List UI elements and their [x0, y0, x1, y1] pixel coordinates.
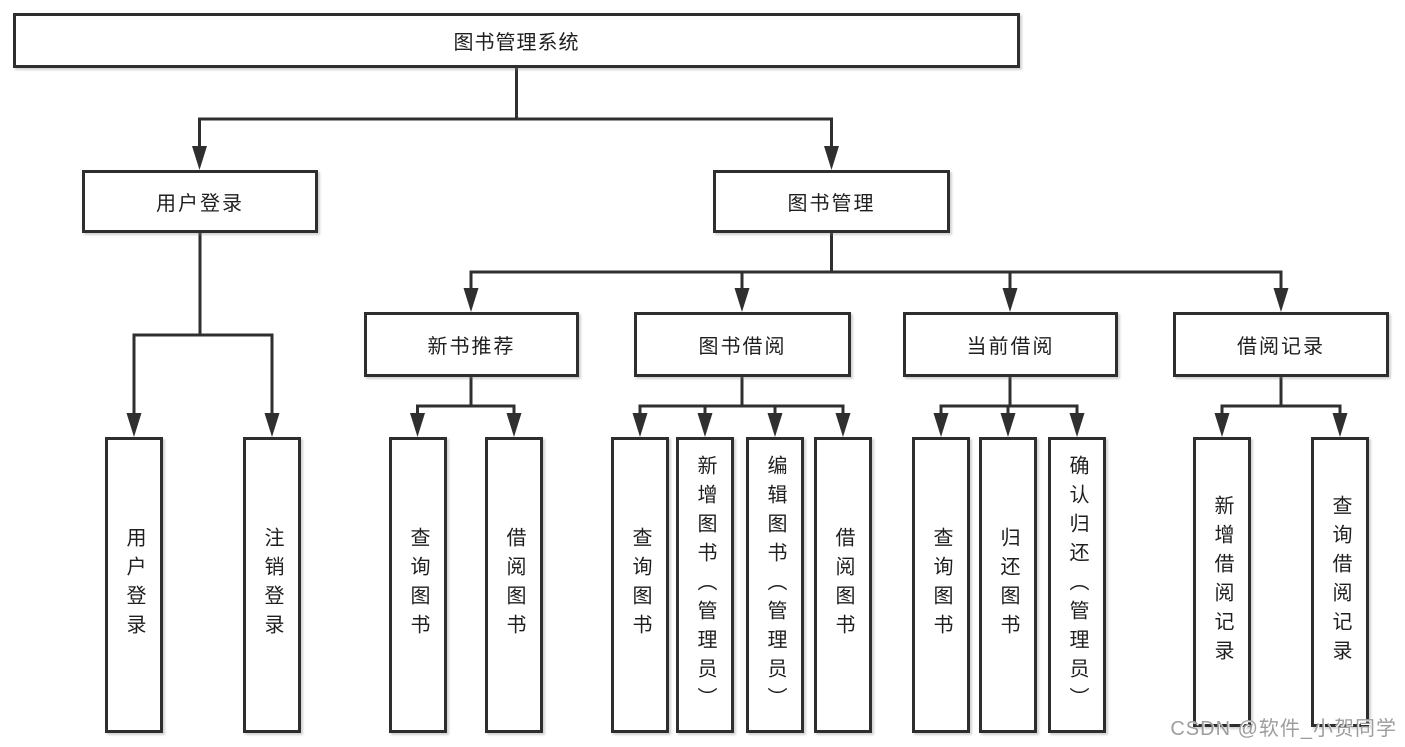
node-book-management-label: 图书管理 [787, 193, 876, 215]
node-borrowing-records: 借阅记录 [1173, 312, 1389, 377]
leaf-query-borrow-record-label: 查询借阅记录 [1329, 495, 1351, 669]
node-book-borrowing: 图书借阅 [634, 312, 851, 377]
node-current-borrowing: 当前借阅 [903, 312, 1118, 377]
leaf-query-borrow-record: 查询借阅记录 [1311, 437, 1369, 727]
leaf-return-book-label: 归还图书 [997, 527, 1019, 643]
node-library-management-system-label: 图书管理系统 [453, 32, 580, 54]
node-user-login: 用户登录 [82, 170, 318, 233]
leaf-return-book: 归还图书 [979, 437, 1037, 733]
leaf-borrow-books-recommend: 借阅图书 [485, 437, 543, 733]
leaf-query-books-current-label: 查询图书 [930, 527, 952, 643]
leaf-query-books-recommend-label: 查询图书 [407, 527, 429, 643]
leaf-borrow-books: 借阅图书 [814, 437, 872, 733]
leaf-confirm-return-admin-label: 确认归还（管理员） [1066, 454, 1088, 716]
node-book-borrowing-label: 图书借阅 [698, 336, 787, 358]
leaf-edit-book-admin: 编辑图书（管理员） [746, 437, 804, 733]
leaf-user-login-label: 用户登录 [123, 527, 145, 643]
leaf-add-book-admin: 新增图书（管理员） [676, 437, 734, 733]
leaf-borrow-books-recommend-label: 借阅图书 [503, 527, 525, 643]
leaf-logout-label: 注销登录 [261, 527, 283, 643]
node-book-management: 图书管理 [713, 170, 950, 233]
leaf-add-borrow-record: 新增借阅记录 [1193, 437, 1251, 727]
node-borrowing-records-label: 借阅记录 [1237, 336, 1325, 358]
leaf-user-login: 用户登录 [105, 437, 163, 733]
leaf-add-book-admin-label: 新增图书（管理员） [694, 454, 716, 716]
leaf-query-books-borrow-label: 查询图书 [629, 527, 651, 643]
arrowheads [126, 146, 1348, 437]
leaf-edit-book-admin-label: 编辑图书（管理员） [764, 454, 786, 716]
leaf-confirm-return-admin: 确认归还（管理员） [1048, 437, 1106, 733]
node-new-book-recommendation: 新书推荐 [364, 312, 579, 377]
leaf-borrow-books-label: 借阅图书 [832, 527, 854, 643]
csdn-watermark: CSDN @软件_小贺同学 [1170, 718, 1397, 740]
node-new-book-recommendation-label: 新书推荐 [427, 336, 516, 358]
leaf-query-books-current: 查询图书 [912, 437, 970, 733]
leaf-logout: 注销登录 [243, 437, 301, 733]
leaf-query-books-recommend: 查询图书 [389, 437, 447, 733]
node-library-management-system: 图书管理系统 [13, 13, 1020, 68]
leaf-add-borrow-record-label: 新增借阅记录 [1211, 495, 1233, 669]
node-user-login-label: 用户登录 [156, 193, 244, 215]
tree-connector-lines [132, 66, 1342, 417]
node-current-borrowing-label: 当前借阅 [966, 336, 1055, 358]
leaf-query-books-borrow: 查询图书 [611, 437, 669, 733]
